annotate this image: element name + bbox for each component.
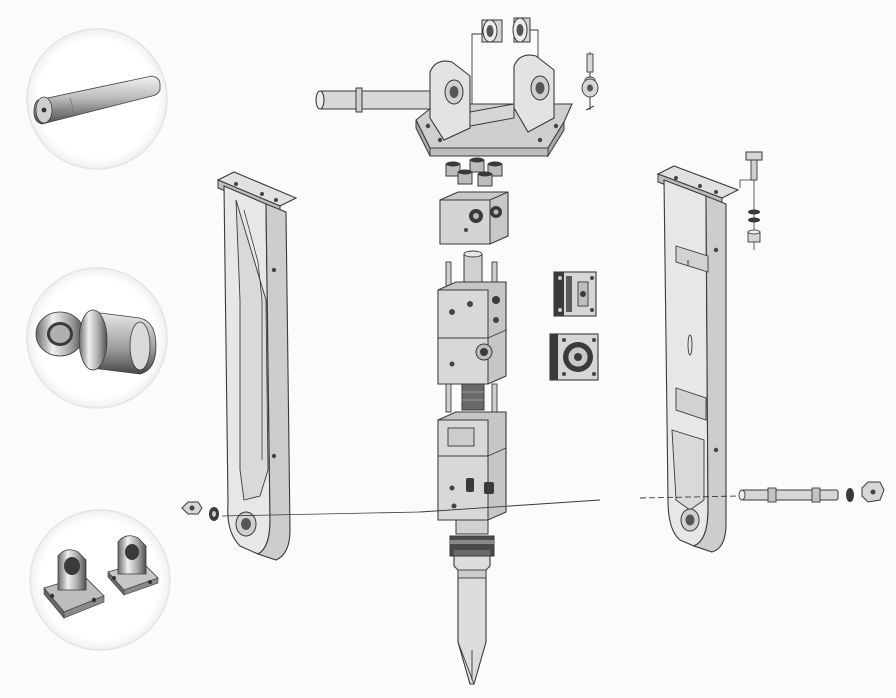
top-mounting-bracket (415, 54, 573, 158)
accumulator-front-view (549, 333, 599, 381)
front-head (437, 411, 507, 557)
inset-brackets (29, 509, 171, 651)
left-side-plate (216, 171, 298, 561)
tapered-pin-image (33, 75, 161, 125)
tie-rod (419, 481, 885, 513)
inset-pin (26, 28, 168, 170)
left-guide-line (221, 511, 421, 517)
upper-bushings (471, 17, 539, 105)
right-bolt-washers (739, 151, 763, 250)
main-cylinder-body (437, 250, 507, 413)
accumulator-side-view (553, 271, 597, 317)
inset-bushing (26, 267, 168, 409)
bracket-pin (315, 87, 441, 113)
right-side-plate (656, 165, 740, 553)
chisel-tool (453, 555, 491, 685)
valve-block (439, 191, 509, 245)
right-bolt-washers-top (581, 52, 599, 111)
flanged-bushing-image (35, 309, 157, 375)
left-nut-washer (181, 501, 219, 521)
small-bushings (445, 157, 503, 187)
mounting-brackets-image (43, 535, 159, 619)
